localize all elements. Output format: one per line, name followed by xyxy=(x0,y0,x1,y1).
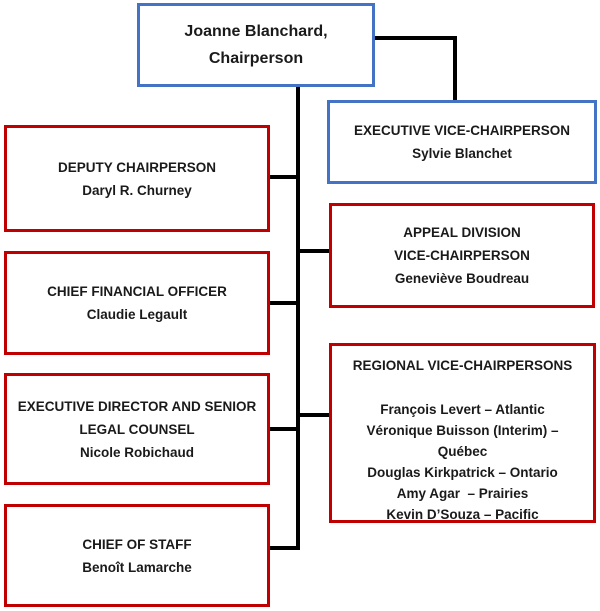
box-deputy-chairperson: DEPUTY CHAIRPERSON Daryl R. Churney xyxy=(4,125,270,232)
role-title: CHIEF OF STAFF xyxy=(82,536,192,552)
connector-evc-vertical xyxy=(453,36,457,100)
role-title: EXECUTIVE VICE-CHAIRPERSON xyxy=(353,123,571,138)
connector-branch-regional xyxy=(298,413,331,417)
role-title: APPEAL DIVISION xyxy=(403,225,521,240)
role-title: REGIONAL VICE-CHAIRPERSONS xyxy=(352,358,573,373)
regional-member: François Levert – Atlantic xyxy=(380,402,545,417)
box-regional-vice-chairpersons: REGIONAL VICE-CHAIRPERSONS François Leve… xyxy=(329,343,596,523)
role-title: EXECUTIVE DIRECTOR AND SENIOR xyxy=(17,398,257,414)
box-executive-vice-chairperson: EXECUTIVE VICE-CHAIRPERSON Sylvie Blanch… xyxy=(327,100,597,184)
role-title: VICE-CHAIRPERSON xyxy=(394,248,530,263)
regional-member: Amy Agar – Prairies xyxy=(396,486,529,501)
person-name: Sylvie Blanchet xyxy=(412,146,512,161)
person-name: Joanne Blanchard, xyxy=(184,23,328,40)
person-name: Claudie Legault xyxy=(86,307,188,322)
box-chief-financial-officer: CHIEF FINANCIAL OFFICER Claudie Legault xyxy=(4,251,270,355)
regional-member: Kevin D’Souza – Pacific xyxy=(386,507,539,522)
person-name: Daryl R. Churney xyxy=(82,182,192,198)
regional-member: Douglas Kirkpatrick – Ontario xyxy=(367,465,558,480)
connector-branch-deputy xyxy=(270,175,300,179)
connector-branch-exec-director xyxy=(270,427,300,431)
connector-branch-chief-of-staff xyxy=(270,546,300,550)
role-title: DEPUTY CHAIRPERSON xyxy=(57,159,217,175)
box-chairperson: Joanne Blanchard, Chairperson xyxy=(137,3,375,87)
box-executive-director-senior-legal-counsel: EXECUTIVE DIRECTOR AND SENIOR LEGAL COUN… xyxy=(4,373,270,485)
role-title: CHIEF FINANCIAL OFFICER xyxy=(47,284,227,299)
regional-member: Véronique Buisson (Interim) – Québec xyxy=(366,423,563,459)
person-name: Benoît Lamarche xyxy=(82,559,192,575)
person-name: Nicole Robichaud xyxy=(79,444,194,460)
role-title: LEGAL COUNSEL xyxy=(79,421,195,437)
connector-spine xyxy=(296,87,300,550)
box-chief-of-staff: CHIEF OF STAFF Benoît Lamarche xyxy=(4,504,270,607)
role-title: Chairperson xyxy=(208,50,304,67)
connector-evc-horizontal xyxy=(373,36,457,40)
connector-branch-appeal xyxy=(298,249,331,253)
person-name: Geneviève Boudreau xyxy=(394,271,530,286)
box-appeal-division-vice-chairperson: APPEAL DIVISION VICE-CHAIRPERSON Geneviè… xyxy=(329,203,595,308)
connector-branch-cfo xyxy=(270,301,300,305)
